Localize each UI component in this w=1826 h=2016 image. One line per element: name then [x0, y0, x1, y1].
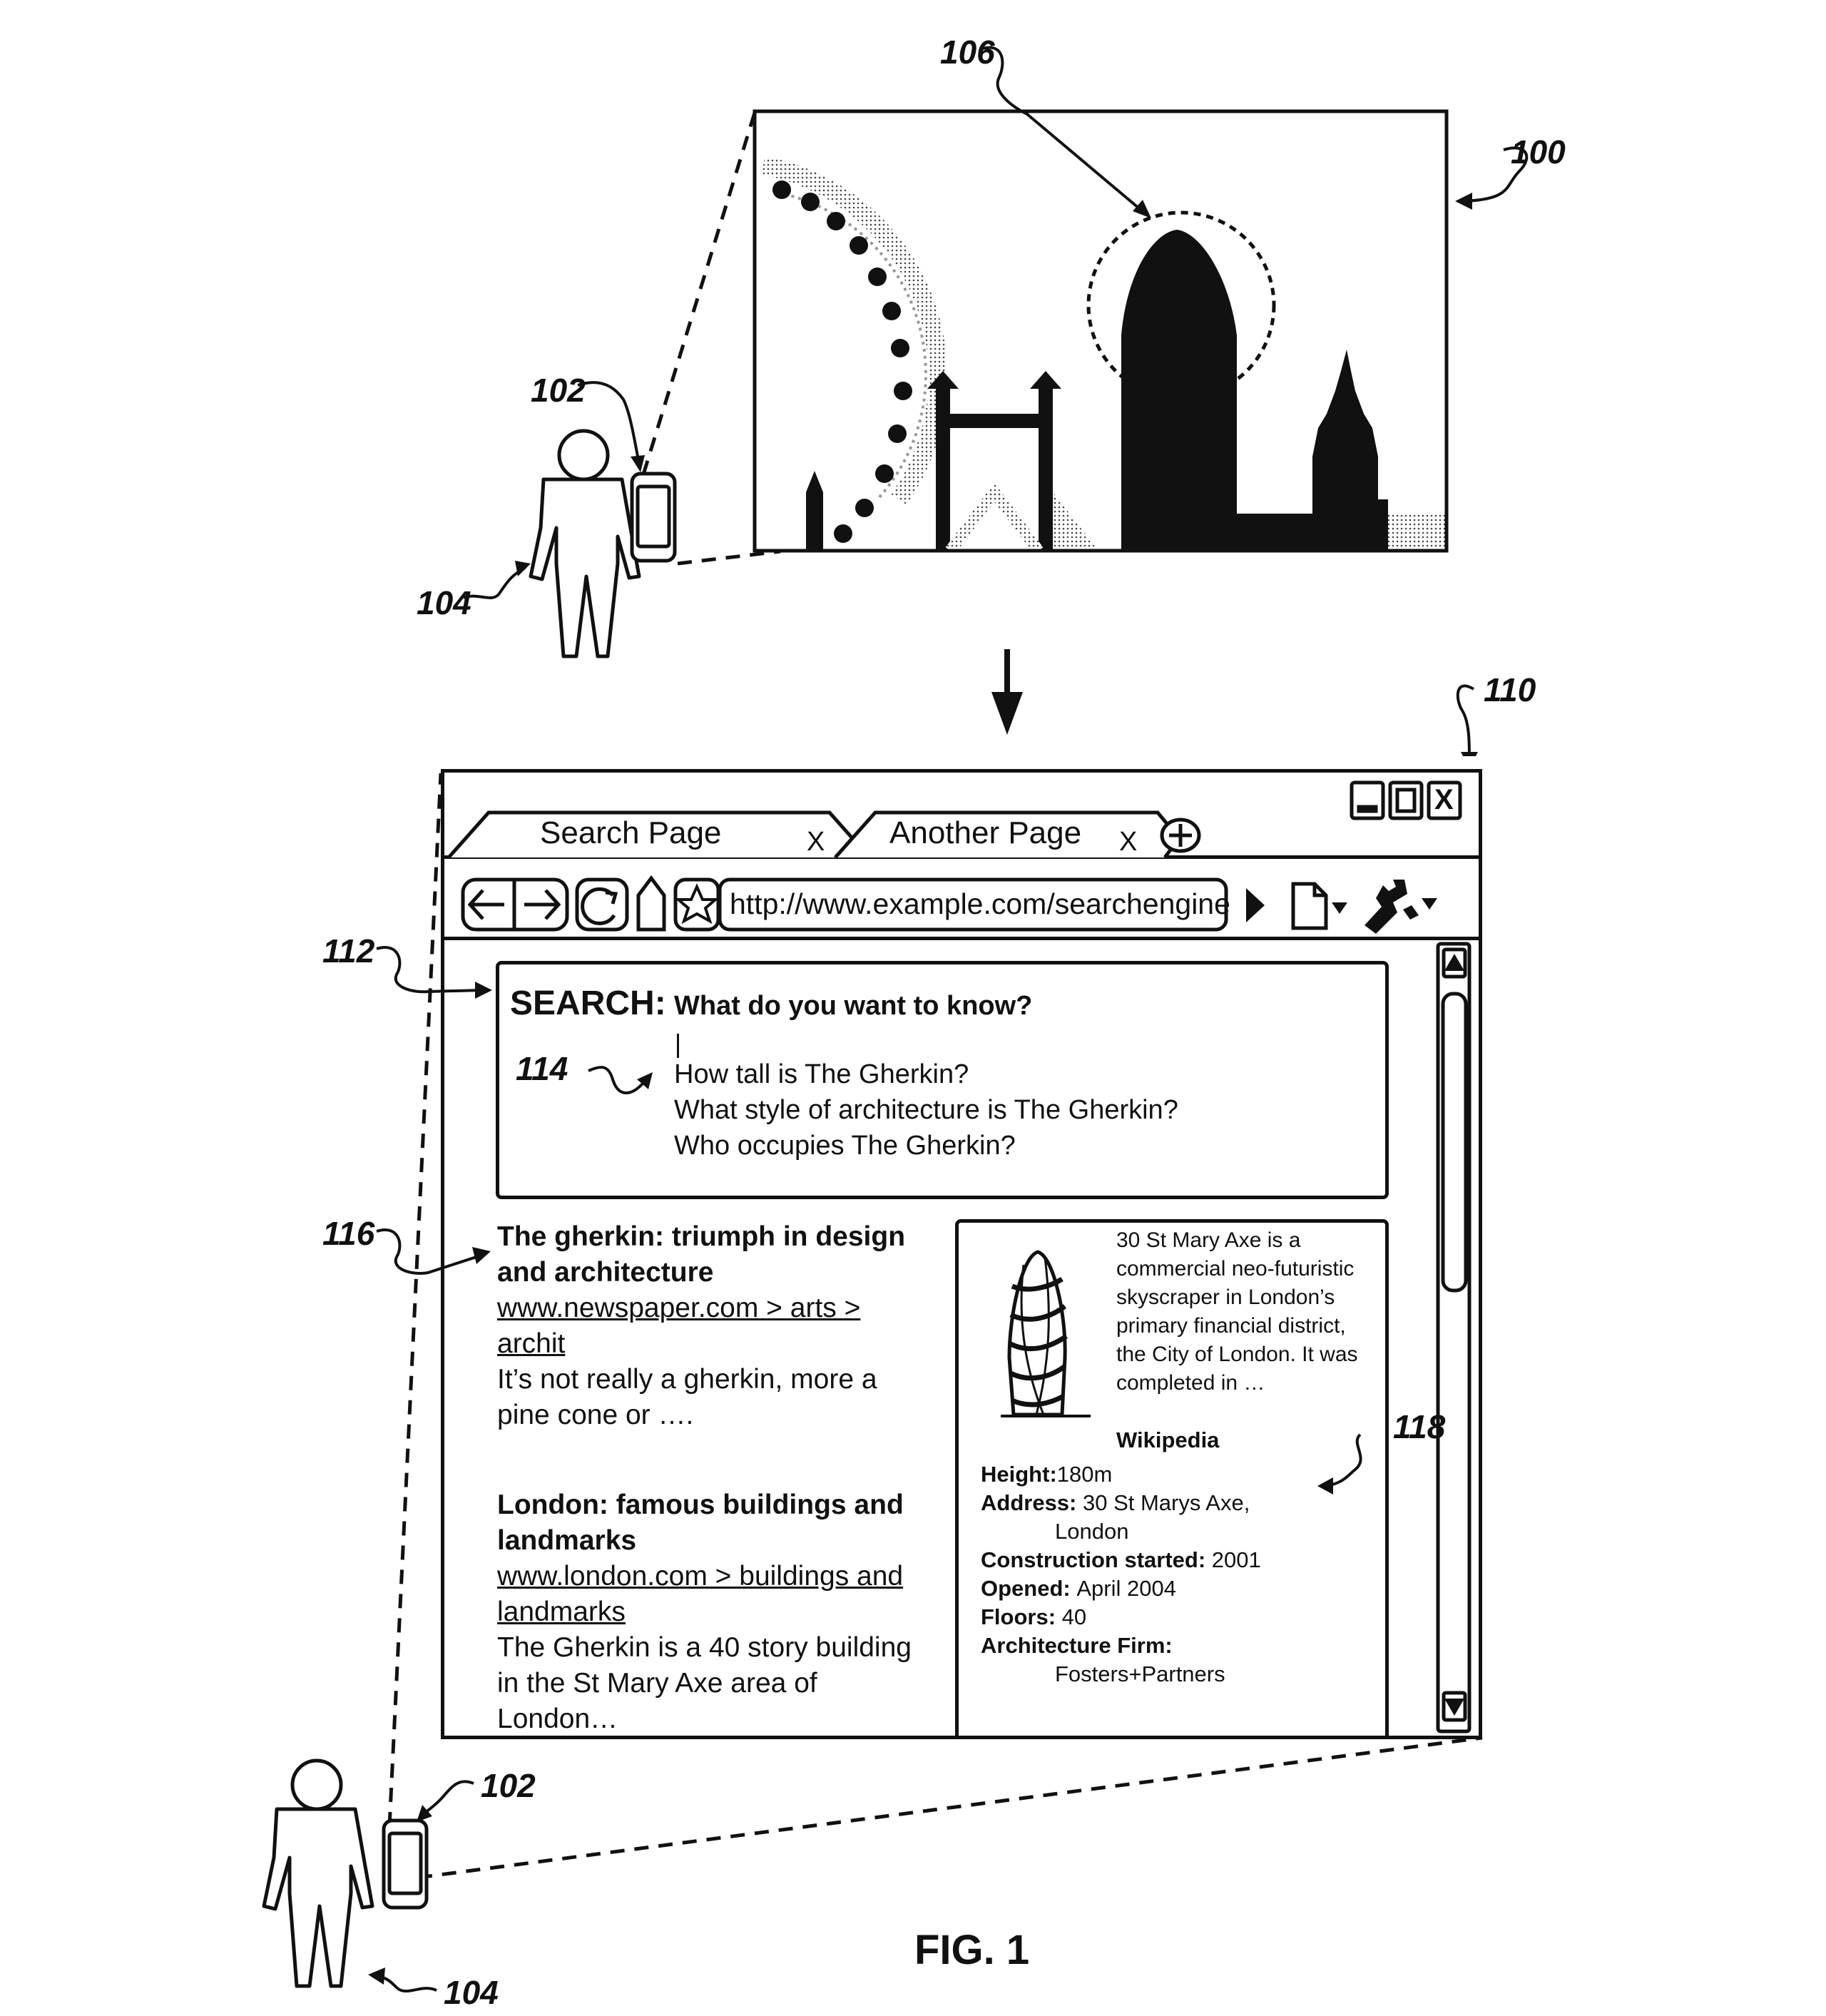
knowledge-panel-description: 30 St Mary Axe is a commercial neo-futur…: [1116, 1228, 1358, 1395]
ref-106: 106: [940, 34, 995, 71]
address-bar-url[interactable]: http://www.example.com/searchengine: [730, 887, 1230, 920]
flow-arrow-down: [991, 649, 1023, 735]
result-1-url[interactable]: www.newspaper.com > arts > archit: [497, 1293, 861, 1359]
ref-110: 110: [1484, 671, 1536, 708]
leader-104-top: [463, 566, 526, 599]
result-2-snippet: The Gherkin is a 40 story building in th…: [497, 1632, 912, 1734]
ref-104-bottom: 104: [444, 1974, 499, 2011]
browser-window: Search Page X Another Page X X http://ww…: [441, 769, 1482, 1739]
user-figure-bottom: [262, 1758, 374, 1988]
fact-architecture-firm-value: Fosters+Partners: [1055, 1661, 1225, 1686]
ref-112: 112: [322, 932, 375, 969]
new-tab-icon: [1160, 818, 1201, 853]
figure-label: FIG. 1: [914, 1927, 1030, 1973]
back-forward-icon: [461, 877, 569, 932]
search-label: SEARCH:: [510, 984, 666, 1022]
suggestion-2[interactable]: What style of architecture is The Gherki…: [674, 1095, 1178, 1125]
landmark-highlight-circle: [1086, 210, 1276, 400]
result-1-snippet: It’s not really a gherkin, more a pine c…: [497, 1364, 877, 1430]
refresh-icon: [575, 877, 629, 932]
fact-architecture-firm: Architecture Firm:: [981, 1633, 1173, 1658]
fact-address-line2: London: [1055, 1519, 1129, 1544]
leader-110: [1456, 684, 1475, 756]
suggestion-3[interactable]: Who occupies The Gherkin?: [674, 1131, 1016, 1161]
result-2-url[interactable]: www.london.com > buildings and landmarks: [497, 1561, 904, 1627]
ref-102-top: 102: [531, 372, 586, 409]
wrench-menu-icon: [1365, 880, 1437, 934]
tab-another-page-label[interactable]: Another Page: [889, 815, 1082, 850]
device-top: [630, 472, 677, 563]
leader-102-bottom: [419, 1780, 474, 1818]
fact-address: Address: 30 St Marys Axe,: [981, 1490, 1250, 1515]
result-2-title[interactable]: London: famous buildings and landmarks: [497, 1490, 904, 1556]
landmark-photo: [755, 111, 1447, 551]
result-1-title[interactable]: The gherkin: triumph in design and archi…: [497, 1221, 906, 1288]
ref-118: 118: [1393, 1408, 1446, 1445]
ref-102-bottom: 102: [481, 1767, 536, 1804]
view-frustum-lines-bottom: [387, 773, 1483, 1880]
ref-104-top: 104: [417, 584, 471, 621]
fact-floors: Floors: 40: [981, 1604, 1087, 1629]
ref-100: 100: [1511, 133, 1566, 170]
search-prompt: What do you want to know?: [674, 991, 1033, 1021]
ferris-wheel: [761, 156, 947, 543]
leader-116: [376, 1228, 481, 1275]
tower-bridge: [806, 371, 1098, 551]
leader-106: [982, 46, 1146, 214]
gherkin-thumbnail: [1001, 1250, 1091, 1417]
scroll-down-icon: [1444, 1699, 1464, 1716]
tab-search-page-label[interactable]: Search Page: [540, 815, 722, 850]
leader-112: [376, 946, 483, 994]
leader-104-bottom: [377, 1975, 437, 1993]
leader-102-top: [577, 381, 641, 464]
suggestion-1[interactable]: How tall is The Gherkin?: [674, 1059, 969, 1089]
device-bottom: [382, 1818, 429, 1910]
minimize-icon: [1350, 780, 1385, 820]
home-icon: [636, 875, 666, 932]
search-box[interactable]: [496, 961, 1389, 1199]
tab-another-page-close[interactable]: X: [1119, 827, 1138, 857]
close-window-label[interactable]: X: [1434, 784, 1454, 815]
ref-114: 114: [516, 1050, 568, 1087]
maximize-icon: [1388, 780, 1424, 820]
scroll-up-icon: [1444, 954, 1464, 971]
leader-118: [1325, 1433, 1362, 1487]
leader-114: [588, 1066, 647, 1094]
knowledge-panel: [955, 1219, 1389, 1737]
fact-opened: Opened: April 2004: [981, 1576, 1176, 1601]
user-figure-top: [529, 429, 641, 658]
browser-chrome-graphics: [447, 780, 1471, 1734]
fact-height: Height:180m: [981, 1462, 1113, 1487]
search-text-cursor[interactable]: [677, 1034, 679, 1058]
ref-116: 116: [322, 1215, 375, 1252]
leader-100: [1462, 146, 1529, 203]
tab-search-page-close[interactable]: X: [807, 827, 825, 857]
page-menu-icon: [1291, 882, 1328, 930]
top-illustration: [463, 46, 1529, 756]
view-frustum-lines: [641, 112, 781, 566]
bottom-illustration: [262, 773, 1483, 1993]
gherkin-silhouette: [1121, 230, 1255, 551]
close-window-icon: [1427, 780, 1462, 820]
go-icon: [1246, 888, 1265, 922]
address-bar-box: [718, 877, 1228, 932]
fact-construction-started: Construction started: 2001: [981, 1547, 1261, 1572]
photo-frame: [753, 109, 1449, 553]
skyline-right: [1237, 350, 1447, 551]
knowledge-panel-source[interactable]: Wikipedia: [1116, 1427, 1220, 1452]
